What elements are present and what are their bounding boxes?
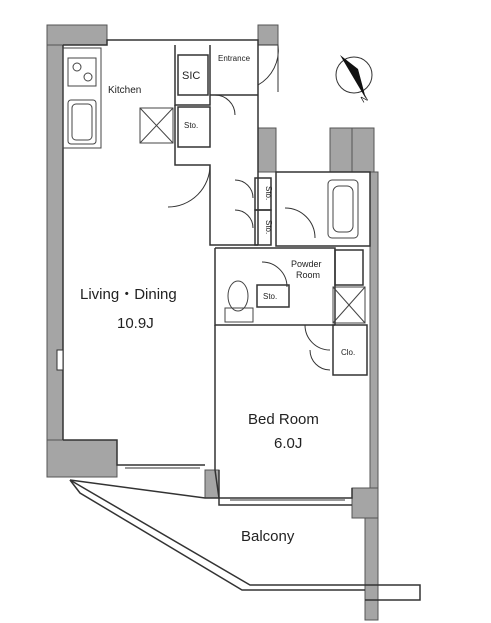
- washer-icon: [332, 286, 366, 324]
- powder-room-label-2: Room: [296, 270, 320, 280]
- living-dining-label: Living・Dining: [80, 286, 177, 303]
- bathtub-icon: [327, 179, 359, 239]
- closet-label: Clo.: [341, 348, 355, 357]
- fridge-icon: [139, 107, 174, 144]
- north-wall: [46, 24, 108, 46]
- south-west-wall: [46, 439, 118, 478]
- bed-room-label: Bed Room: [248, 411, 319, 428]
- storage-label-1: Sto.: [184, 121, 198, 130]
- compass-needle-icon: [340, 55, 366, 99]
- west-wall: [46, 24, 64, 478]
- entrance-column: [257, 127, 277, 173]
- east-wall-lower: [364, 517, 379, 621]
- north-wall-right: [257, 24, 279, 46]
- east-wall-block: [351, 487, 379, 519]
- compass: N: [335, 55, 373, 105]
- storage-label-3: Sto.: [264, 220, 273, 234]
- walls: [46, 24, 379, 621]
- storage-label-2: Sto.: [264, 186, 273, 200]
- powder-room-label-1: Powder: [291, 259, 322, 269]
- balcony-label: Balcony: [241, 528, 295, 545]
- sic-label: SIC: [182, 70, 200, 82]
- east-wall: [369, 171, 379, 503]
- doors: [167, 44, 331, 371]
- compass-ring-icon: [335, 56, 373, 94]
- east-wall-upper: [351, 127, 375, 173]
- toilet-icon: [227, 280, 249, 312]
- bed-room-size: 6.0J: [274, 435, 302, 452]
- entrance-label: Entrance: [218, 54, 251, 63]
- kitchen-label: Kitchen: [108, 85, 141, 96]
- stove-icon: [67, 57, 97, 87]
- sink-icon: [67, 99, 97, 145]
- room-labels: Kitchen SIC Entrance Sto. Sto. Sto. Sto.…: [80, 54, 355, 545]
- windows: [56, 349, 345, 501]
- living-dining-size: 10.9J: [117, 315, 154, 332]
- compass-north-label: N: [359, 93, 370, 105]
- storage-label-4: Sto.: [263, 292, 277, 301]
- column-top-right: [329, 127, 353, 173]
- fixtures: [62, 47, 366, 324]
